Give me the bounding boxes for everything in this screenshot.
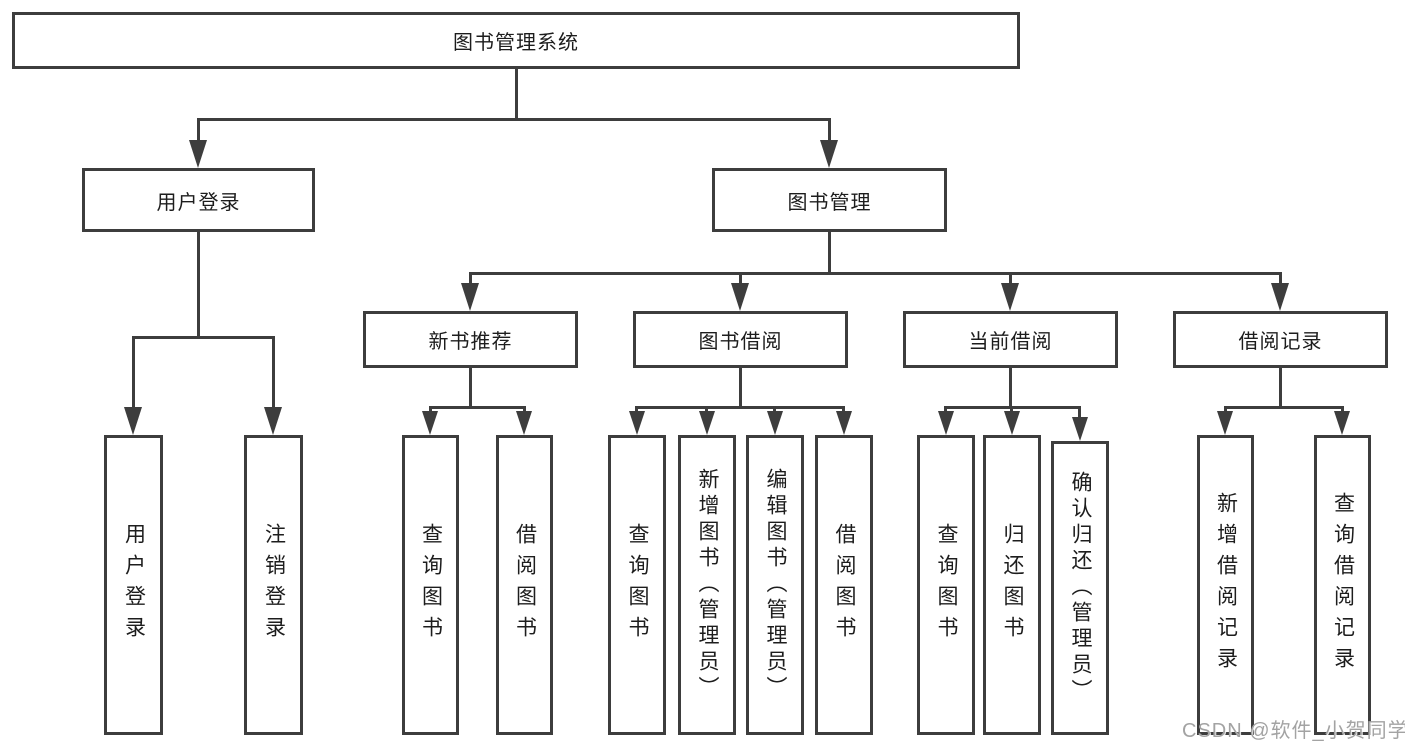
connector-line (1279, 272, 1282, 283)
node-new-book-recommend: 新书推荐 (363, 311, 578, 368)
leaf-user-login: 用户登录 (104, 435, 163, 735)
connector-line (773, 406, 776, 411)
connector-line (705, 406, 708, 411)
connector-line (739, 272, 742, 283)
connector-line (1009, 368, 1012, 406)
connector-line (1341, 406, 1344, 411)
connector-line (636, 406, 845, 409)
connector-line (429, 406, 526, 409)
node-current-borrow: 当前借阅 (903, 311, 1118, 368)
connector-line (945, 406, 1081, 409)
node-borrow-records-label: 借阅记录 (1238, 331, 1323, 353)
connector-line (842, 406, 845, 411)
node-current-borrow-label: 当前借阅 (968, 331, 1053, 353)
node-book-management-label: 图书管理 (787, 191, 872, 214)
arrow-down-icon (1271, 283, 1289, 311)
node-user-login: 用户登录 (82, 168, 315, 232)
arrow-down-icon (1004, 411, 1020, 435)
node-library-system: 图书管理系统 (12, 12, 1020, 69)
csdn-watermark: CSDN @软件_小贺同学 (1182, 720, 1405, 742)
connector-line (515, 69, 518, 118)
arrow-down-icon (731, 283, 749, 311)
arrow-down-icon (629, 411, 645, 435)
connector-line (1010, 406, 1013, 411)
connector-line (272, 336, 275, 407)
leaf-query-books-current: 查询图书 (917, 435, 975, 735)
arrow-down-icon (1072, 417, 1088, 441)
leaf-edit-book-admin: 编辑图书（管理员） (746, 435, 804, 735)
connector-line (132, 336, 135, 407)
connector-line (635, 406, 638, 411)
connector-line (523, 406, 526, 411)
node-book-borrow: 图书借阅 (633, 311, 848, 368)
connector-line (197, 232, 200, 336)
leaf-query-borrow-record-label: 查询借阅记录 (1331, 492, 1355, 678)
arrow-down-icon (461, 283, 479, 311)
node-book-management: 图书管理 (712, 168, 947, 232)
connector-line (469, 272, 1282, 275)
node-borrow-records: 借阅记录 (1173, 311, 1388, 368)
node-library-system-label: 图书管理系统 (453, 32, 579, 54)
node-book-borrow-label: 图书借阅 (698, 331, 783, 353)
connector-line (828, 232, 831, 272)
connector-line (469, 368, 472, 406)
node-user-login-label: 用户登录 (156, 191, 241, 214)
arrow-down-icon (124, 407, 142, 435)
leaf-query-borrow-record: 查询借阅记录 (1314, 435, 1371, 735)
arrow-down-icon (189, 140, 207, 168)
node-new-book-recommend-label: 新书推荐 (428, 331, 513, 353)
connector-line (197, 118, 831, 121)
leaf-return-books-label: 归还图书 (1001, 523, 1024, 647)
leaf-add-book-admin-label: 新增图书（管理员） (696, 468, 719, 702)
arrow-down-icon (836, 411, 852, 435)
connector-line (197, 118, 200, 140)
leaf-confirm-return-admin: 确认归还（管理员） (1051, 441, 1109, 735)
leaf-borrow-books-borrow-label: 借阅图书 (833, 523, 856, 647)
arrow-down-icon (516, 411, 532, 435)
connector-line (469, 272, 472, 283)
leaf-borrow-books-newbook-label: 借阅图书 (513, 523, 537, 647)
arrow-down-icon (1001, 283, 1019, 311)
arrow-down-icon (699, 411, 715, 435)
leaf-query-books-newbook: 查询图书 (402, 435, 459, 735)
connector-line (1009, 272, 1012, 283)
connector-line (1078, 406, 1081, 417)
connector-line (944, 406, 947, 411)
connector-line (739, 368, 742, 406)
connector-line (1224, 406, 1344, 409)
leaf-borrow-books-newbook: 借阅图书 (496, 435, 553, 735)
leaf-query-books-newbook-label: 查询图书 (419, 523, 443, 647)
arrow-down-icon (938, 411, 954, 435)
leaf-user-login-label: 用户登录 (122, 523, 146, 647)
leaf-confirm-return-admin-label: 确认归还（管理员） (1069, 471, 1092, 705)
connector-line (828, 118, 831, 140)
arrow-down-icon (1217, 411, 1233, 435)
connector-line (429, 406, 432, 411)
leaf-add-borrow-record-label: 新增借阅记录 (1214, 492, 1238, 678)
arrow-down-icon (820, 140, 838, 168)
arrow-down-icon (767, 411, 783, 435)
leaf-query-books-current-label: 查询图书 (935, 523, 958, 647)
leaf-add-book-admin: 新增图书（管理员） (678, 435, 736, 735)
arrow-down-icon (422, 411, 438, 435)
connector-line (1279, 368, 1282, 406)
leaf-logout-label: 注销登录 (262, 523, 286, 647)
leaf-query-books-borrow: 查询图书 (608, 435, 666, 735)
arrow-down-icon (264, 407, 282, 435)
leaf-borrow-books-borrow: 借阅图书 (815, 435, 873, 735)
arrow-down-icon (1334, 411, 1350, 435)
connector-line (1224, 406, 1227, 411)
leaf-query-books-borrow-label: 查询图书 (626, 523, 649, 647)
leaf-return-books: 归还图书 (983, 435, 1041, 735)
leaf-add-borrow-record: 新增借阅记录 (1197, 435, 1254, 735)
connector-line (132, 336, 275, 339)
leaf-logout: 注销登录 (244, 435, 303, 735)
leaf-edit-book-admin-label: 编辑图书（管理员） (764, 468, 787, 702)
